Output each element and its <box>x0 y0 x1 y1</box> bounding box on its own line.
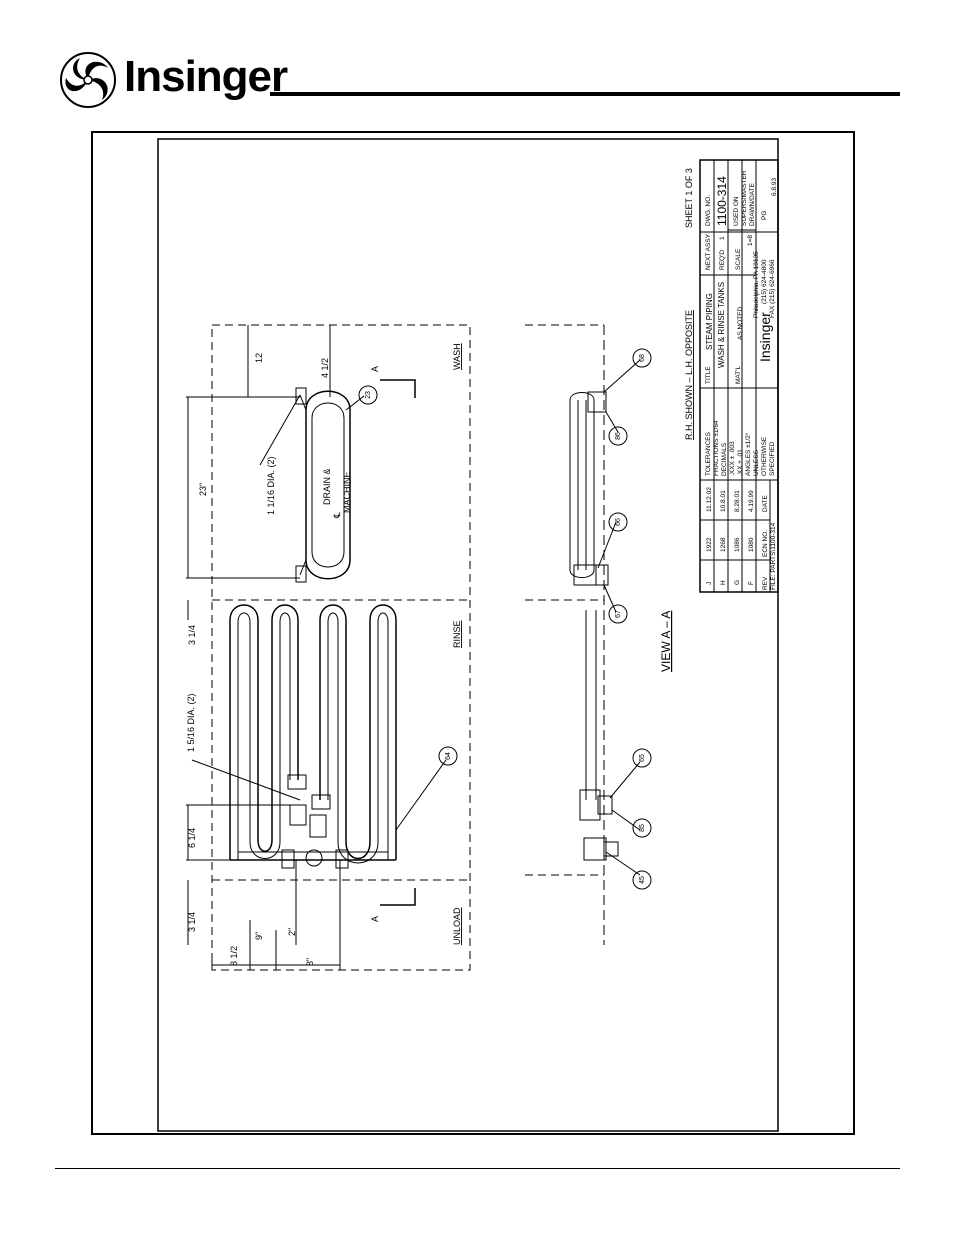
balloon-86: 86 <box>615 432 622 440</box>
rev-head: REV <box>762 576 769 590</box>
balloon-23: 23 <box>365 391 372 399</box>
unless: UNLESS <box>753 449 760 476</box>
section-a-bottom: A <box>370 916 380 922</box>
company-logo-text: Insinger <box>757 312 773 362</box>
rev-h: H <box>720 580 727 585</box>
title-line-1: STEAM PIPING <box>705 293 714 350</box>
fax: FAX (215) 624-6966 <box>769 259 776 318</box>
scale-label: SCALE <box>735 248 742 270</box>
scale-value: 1=8 <box>747 235 754 246</box>
footer-rule <box>55 1168 900 1169</box>
header-rule <box>270 92 900 96</box>
title-label: TITLE <box>705 366 712 384</box>
xx-tol: .XX ± .01 <box>737 449 744 476</box>
label-rinse: RINSE <box>452 620 462 648</box>
label-unload: UNLOAD <box>452 907 462 945</box>
ecn-j: 1922 <box>706 537 713 552</box>
balloon-68: 68 <box>639 354 646 362</box>
note-shown: R.H. SHOWN – L.H. OPPOSITE <box>684 310 694 440</box>
note-centerline: ℄ <box>332 512 342 519</box>
ecn-h: 1268 <box>720 537 727 552</box>
date-head: DATE <box>762 494 769 512</box>
dim-12: 12 <box>254 353 264 363</box>
dim-3-1-4-top: 3 1/4 <box>187 625 197 645</box>
dim-3-1-4-bot: 3 1/4 <box>187 912 197 932</box>
supers-master: SUPERS/MASTER <box>741 170 748 226</box>
dwg-no-label: DWG. NO. <box>705 195 712 226</box>
xxx-tol: .XXX ± .003 <box>729 441 736 476</box>
ecn-g: 1086 <box>734 537 741 552</box>
file-name: FILE: PARTS\1100-314 <box>770 522 777 590</box>
ecn-f: 1080 <box>748 537 755 552</box>
otherwise: OTHERWISE <box>761 436 768 476</box>
balloon-67: 67 <box>615 610 622 618</box>
dim-6-1-4: 6 1/4 <box>187 828 197 848</box>
decimals: DECIMALS <box>721 442 728 476</box>
fractions: FRACTIONS ±1/64 <box>713 420 720 476</box>
dim-8: 8" <box>305 958 315 966</box>
date-h: 10.8.01 <box>720 490 727 512</box>
dim-23: 23" <box>198 483 208 496</box>
page-header: Insinger <box>0 0 954 110</box>
tolerances: TOLERANCES <box>705 431 712 476</box>
angles: ANGLES ±1/2° <box>744 432 752 476</box>
used-on: USED ON <box>733 196 740 226</box>
dim-4-1-2: 4 1/2 <box>320 358 330 378</box>
balloon-85: 85 <box>639 824 646 832</box>
note-machine: MACHINE <box>342 471 352 513</box>
dwg-no: 1100-314 <box>715 176 729 226</box>
date-f: 4.19.99 <box>748 490 755 512</box>
next-assy: NEXT ASSY <box>705 233 712 270</box>
view-a-a: VIEW A – A <box>659 611 673 672</box>
date-j: 11.12.02 <box>706 487 713 512</box>
reqd: REQ'D <box>719 250 726 270</box>
title-line-2: WASH & RINSE TANKS <box>717 282 726 368</box>
rev-j: J <box>706 582 713 585</box>
dim-8-1-2: 8 1/2 <box>229 946 239 966</box>
ecn-head: ECN NO. <box>762 530 769 557</box>
drawn-by: PG <box>761 211 768 220</box>
reqd-value: 1 <box>719 236 726 240</box>
balloon-45: 45 <box>639 876 646 884</box>
rev-f: F <box>748 581 755 585</box>
balloon-66: 66 <box>615 518 622 526</box>
note-sheet: SHEET 1 OF 3 <box>684 168 694 228</box>
dim-2: 2" <box>287 928 297 936</box>
section-a-top: A <box>370 366 380 372</box>
balloon-65: 65 <box>639 754 646 762</box>
note-drain: DRAIN & <box>322 468 332 505</box>
address: Philadelphia, PA 19135 <box>753 251 760 318</box>
date-g: 8.28.01 <box>734 490 741 512</box>
specified: SPECIFIED <box>769 441 776 476</box>
note-pipe-1-1-16: 1 1/16 DIA. (2) <box>266 456 276 515</box>
brand-name: Insinger <box>124 52 288 101</box>
balloon-64: 64 <box>445 752 452 760</box>
phone: (215) 624-4800 <box>761 259 768 304</box>
label-wash: WASH <box>452 343 462 370</box>
note-pipe-1-5-16: 1 5/16 DIA. (2) <box>186 693 196 752</box>
drawing-frame <box>91 131 855 1135</box>
rev-g: G <box>734 580 741 585</box>
dim-9: 9" <box>254 932 264 940</box>
matl-label: MAT'L <box>735 366 742 384</box>
matl-value: AS NOTED <box>737 306 744 340</box>
drawn-date: 6.8.93 <box>771 178 778 196</box>
insinger-swirl-logo-icon <box>60 52 116 108</box>
drawn-date-label: DRAWN/DATE <box>749 182 756 226</box>
